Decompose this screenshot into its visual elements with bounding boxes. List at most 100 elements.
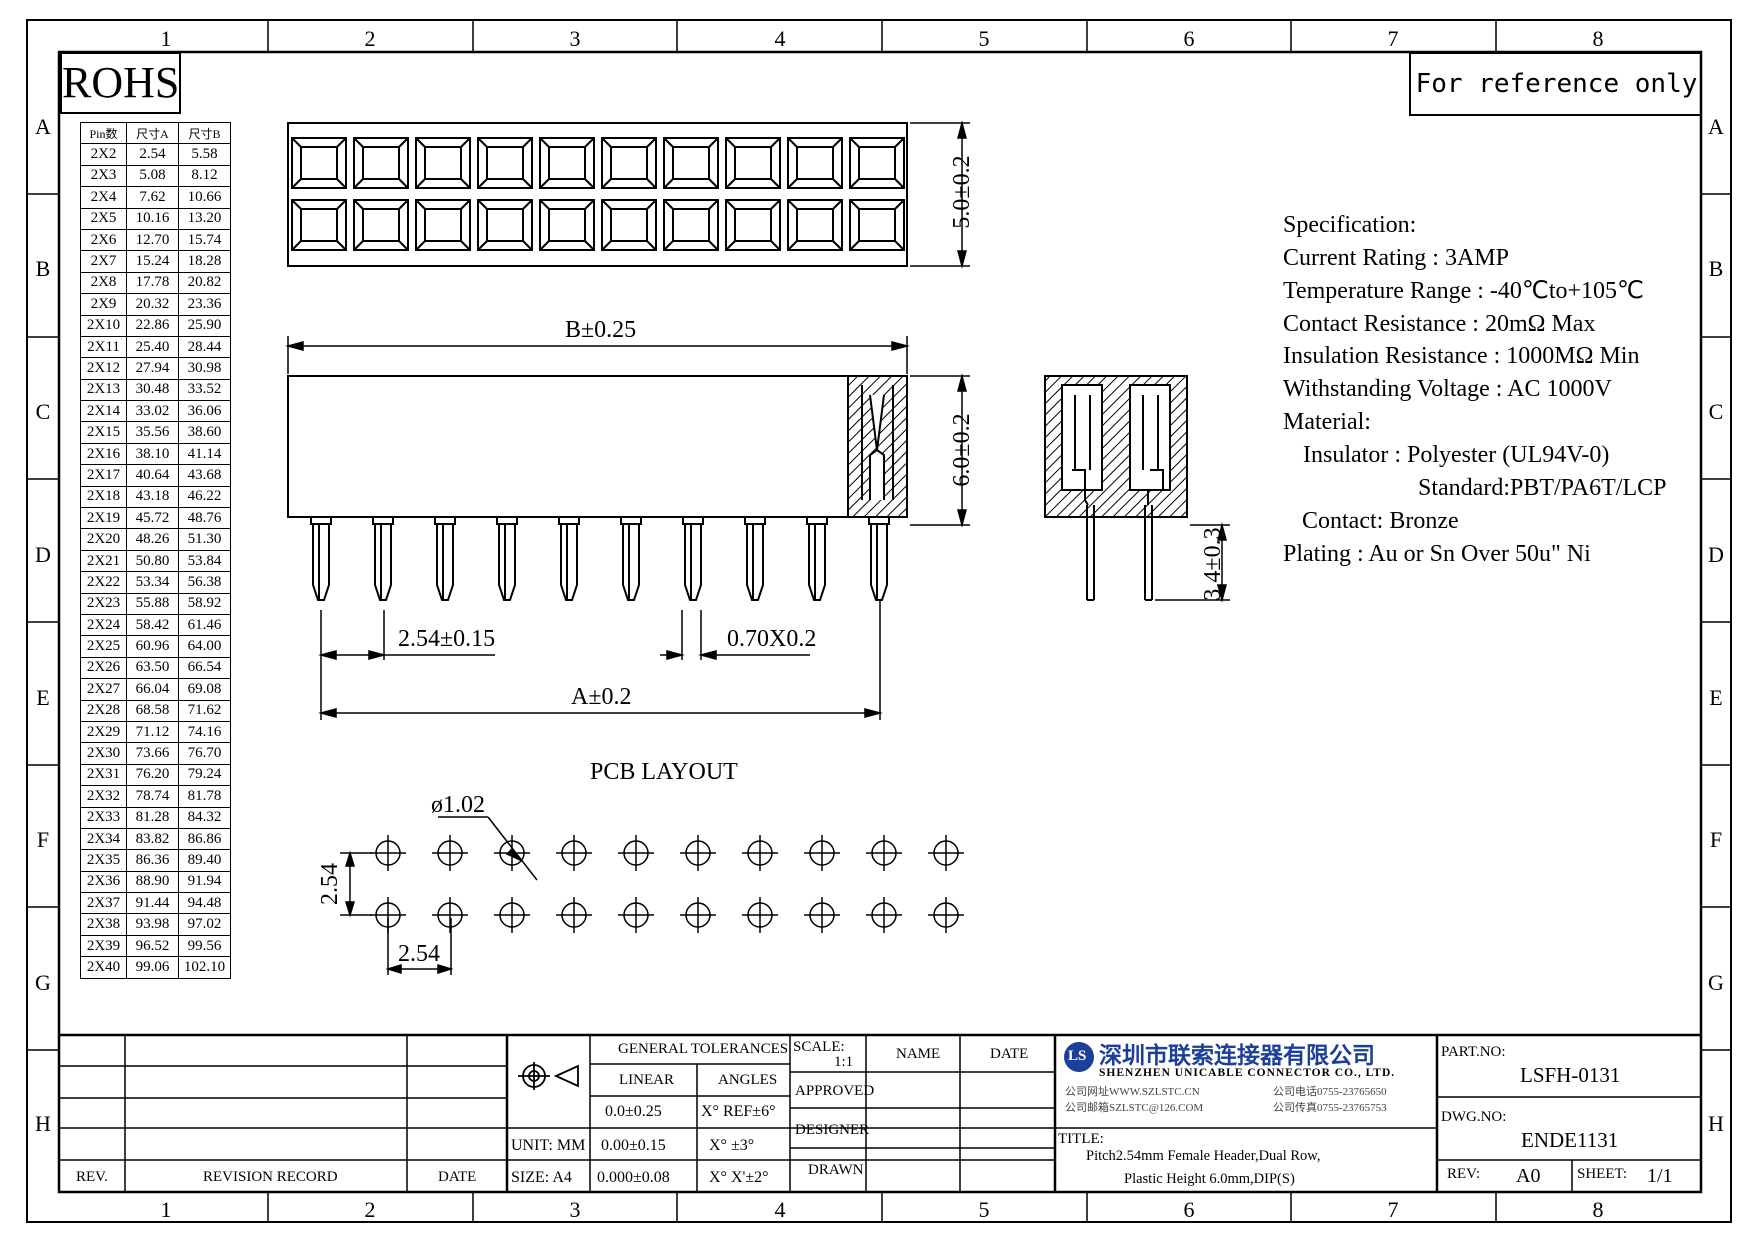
table-cell: 89.40 [178,849,231,872]
pin-size-dim [660,610,810,660]
table-cell: 8.12 [178,164,231,188]
table-cell: 91.94 [178,870,231,894]
zone-row-b: B [35,256,51,281]
pin-table-header: 尺寸A [126,121,179,145]
sheet-value: 1/1 [1647,1165,1673,1187]
socket-cell-inner [548,208,586,242]
b-length-label: B±0.25 [565,317,637,343]
zone-col-3: 3 [569,26,581,51]
table-cell: 5.08 [126,164,179,188]
table-cell: 2X37 [80,892,127,915]
top-height-label: 5.0±0.2 [949,155,975,229]
pitch-label: 2.54±0.15 [398,626,496,652]
socket-cell-inner [362,208,400,242]
table-cell: 2X8 [80,271,127,295]
zone-col-8-bottom: 8 [1592,1197,1604,1222]
table-cell: 2X36 [80,870,127,894]
zone-col-7: 7 [1387,26,1399,51]
socket-cell [787,137,843,189]
table-cell: 46.22 [178,485,231,509]
zone-row-g-right: G [1708,970,1724,995]
side-height-label: 6.0±0.2 [949,413,975,487]
table-cell: 58.92 [178,592,231,615]
socket-cell-inner [672,208,710,242]
linear-tol-2: 0.00±0.15 [601,1137,666,1154]
company-name-cn: 深圳市联索连接器有限公司 [1099,1043,1375,1068]
socket-cell-inner [672,146,710,180]
socket-cell [725,199,781,251]
table-cell: 22.86 [126,314,179,337]
spec-contact-resistance: Contact Resistance : 20mΩ Max [1283,311,1596,337]
pcb-layout [370,835,964,933]
spec-current: Current Rating : 3AMP [1283,245,1509,271]
table-cell: 2X27 [80,678,127,701]
top-height-dim [910,120,970,269]
pin-tail [684,524,702,601]
zone-ticks [27,20,1731,1222]
table-cell: 2X9 [80,293,127,316]
general-tolerances-label: GENERAL TOLERANCES [618,1041,789,1057]
pin-table-header: Pin数 [80,121,127,145]
table-cell: 2X23 [80,592,127,615]
table-cell: 2X40 [80,956,127,979]
angle-tol-3: X° X'±2° [709,1169,769,1186]
table-cell: 81.28 [126,806,179,829]
designer-label: DESIGNER [795,1122,870,1138]
spec-title: Specification: [1283,212,1417,238]
socket-cell-inner [610,146,648,180]
table-cell: 5.58 [178,143,231,166]
socket-cell [477,137,533,189]
pcb-dims [340,816,538,975]
table-cell: 2X4 [80,186,127,209]
table-cell: 66.54 [178,656,231,680]
linear-tol-3: 0.000±0.08 [597,1169,670,1186]
table-cell: 60.96 [126,635,179,658]
table-cell: 2X39 [80,934,127,958]
table-cell: 17.78 [126,271,179,295]
dwg-no-label: DWG.NO: [1441,1109,1507,1125]
zone-col-8: 8 [1592,26,1604,51]
table-cell: 53.84 [178,549,231,573]
table-cell: 25.40 [126,335,179,359]
table-cell: 74.16 [178,720,231,744]
revision-record-header: REVISION RECORD [203,1169,338,1185]
table-cell: 38.10 [126,442,179,466]
table-cell: 13.20 [178,207,231,230]
pin-standoff [744,516,766,525]
pin-tail [746,524,764,601]
part-no-value: LSFH-0131 [1520,1063,1621,1087]
scale-value: 1:1 [834,1054,854,1070]
table-cell: 76.70 [178,742,231,765]
angles-label: ANGLES [718,1072,778,1088]
table-cell: 2X24 [80,613,127,637]
zone-col-3-bottom: 3 [569,1197,581,1222]
company-web: 公司网址WWW.SZLSTC.CN [1065,1086,1200,1098]
pin-standoff [310,516,332,525]
socket-cell [477,199,533,251]
table-cell: 64.00 [178,635,231,658]
table-cell: 88.90 [126,870,179,894]
zone-row-f-right: F [1709,827,1723,852]
pin-standoff [558,516,580,525]
pin-tail [498,524,516,601]
top-view [287,122,908,267]
rohs-badge: ROHS [60,52,181,114]
socket-cell-inner [858,208,896,242]
table-cell: 18.28 [178,250,231,273]
side-height-dim [910,373,970,528]
table-cell: 2X28 [80,699,127,722]
socket-cell [539,137,595,189]
drawing-title-line-2: Plastic Height 6.0mm,DIP(S) [1124,1171,1295,1187]
socket-cell-inner [734,208,772,242]
rev-header: REV. [76,1169,108,1185]
